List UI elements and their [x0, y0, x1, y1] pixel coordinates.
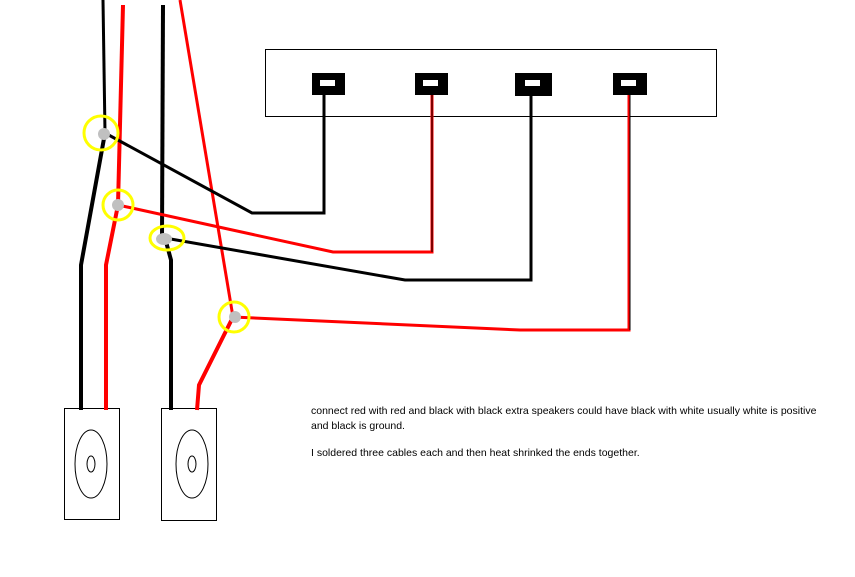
- black-wire-source-2: [160, 4, 165, 239]
- solder-joint-3: [148, 224, 186, 252]
- red-wire-speaker-1: [104, 204, 120, 410]
- red-wire-speaker-2: [195, 316, 235, 411]
- red-wire-terminal-4: [232, 95, 631, 332]
- terminal-2: [415, 73, 448, 95]
- solder-joint-1: [82, 114, 120, 152]
- solder-joint-2: [101, 188, 135, 222]
- black-wire-terminal-1: [104, 95, 326, 215]
- red-wire-source-1: [116, 4, 125, 206]
- note-line-3: I soldered three cables each and then he…: [311, 447, 640, 459]
- terminal-4: [613, 73, 647, 95]
- red-wire-terminal-2: [117, 95, 434, 254]
- terminal-1: [312, 73, 345, 95]
- note-line-1: connect red with red and black with blac…: [311, 405, 817, 417]
- note-line-2: and black is ground.: [311, 420, 405, 432]
- red-wire-source-2: [178, 0, 235, 318]
- terminal-block: [265, 49, 717, 117]
- black-wire-speaker-1: [79, 132, 107, 410]
- speaker-2: [161, 408, 217, 521]
- solder-joint-4: [217, 300, 251, 334]
- terminal-3: [515, 73, 552, 96]
- speaker-1: [64, 408, 120, 520]
- black-wire-source-1: [101, 0, 107, 134]
- black-wire-terminal-3: [164, 96, 533, 282]
- black-wire-speaker-2: [163, 237, 173, 410]
